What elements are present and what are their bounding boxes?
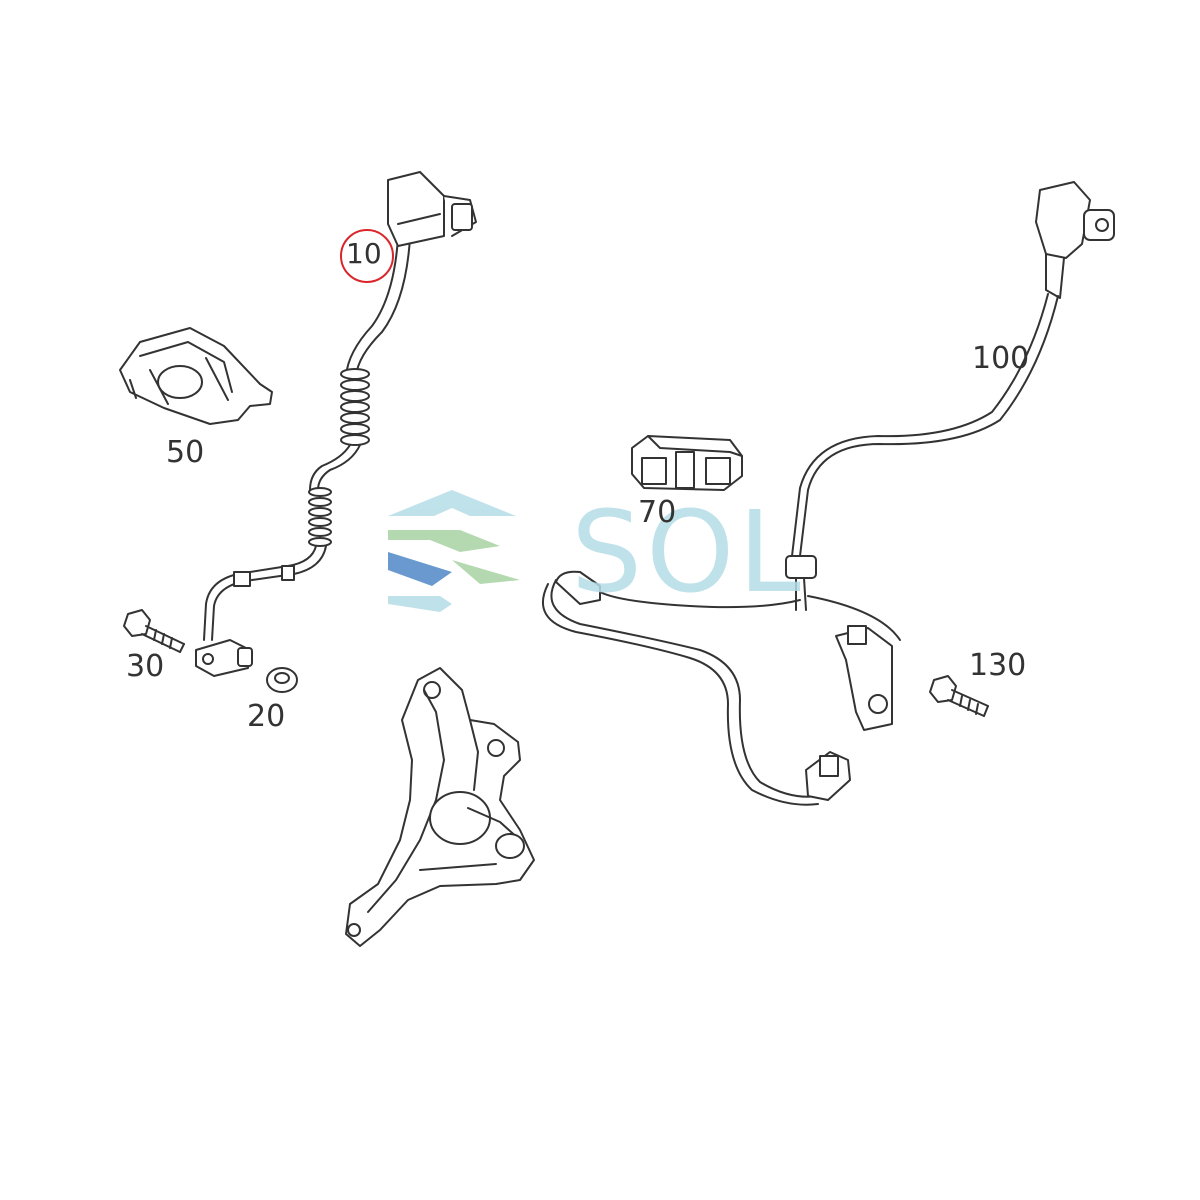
part-10-corrugated-sleeve [340, 368, 370, 446]
callout-label-70: 70 [638, 495, 677, 530]
callout-label-100: 100 [972, 341, 1030, 376]
part-70-clip [631, 435, 743, 491]
part-10-sensor-cable [195, 171, 477, 677]
callout-label-50: 50 [166, 435, 205, 470]
part-130-bolt [929, 675, 989, 717]
callout-label-30: 30 [126, 649, 165, 684]
part-50-bracket [119, 327, 273, 425]
part-30-bolt [123, 609, 185, 653]
watermark-logo-mark [388, 490, 520, 612]
callout-label-20: 20 [247, 699, 286, 734]
watermark-text: SOL [571, 488, 805, 618]
callout-label-130: 130 [969, 648, 1027, 683]
steering-knuckle [345, 667, 535, 947]
part-20-washer [266, 667, 298, 693]
callout-label-10: 10 [346, 237, 382, 270]
part-100-sensor-cable [542, 181, 1115, 806]
callout-10-highlight-ring [340, 229, 394, 283]
